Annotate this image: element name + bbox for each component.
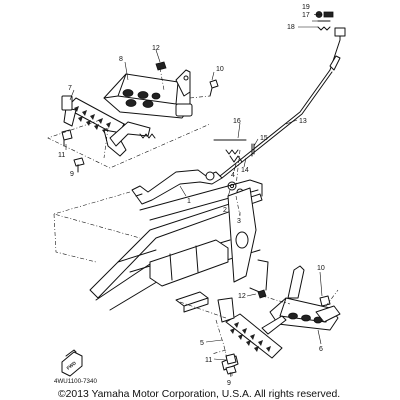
fwd-arrow-icon: FWD bbox=[61, 349, 83, 377]
footrest-bracket-lower[interactable] bbox=[269, 265, 341, 331]
assembly-lines bbox=[47, 67, 339, 378]
brake-rod[interactable] bbox=[219, 27, 346, 179]
washer-9-lower bbox=[225, 365, 237, 375]
part-label-14: 14 bbox=[241, 167, 249, 174]
copyright-notice: ©2013 Yamaha Motor Corporation, U.S.A. A… bbox=[58, 389, 340, 400]
part-label-11-upper: 11 bbox=[58, 152, 65, 159]
part-label-11-lower: 11 bbox=[205, 357, 212, 364]
bolt-11-lower bbox=[225, 353, 237, 365]
bolt-10-upper bbox=[209, 79, 219, 97]
nut-12-lower bbox=[257, 289, 267, 299]
brake-pedal[interactable] bbox=[131, 169, 223, 205]
part-label-10-lower: 10 bbox=[317, 265, 325, 272]
part-label-16: 16 bbox=[233, 118, 241, 125]
footrest-bracket-upper[interactable] bbox=[103, 69, 193, 119]
frame bbox=[89, 179, 269, 313]
part-label-3: 3 bbox=[237, 218, 241, 225]
part-label-12-lower: 12 bbox=[238, 293, 246, 300]
fwd-label: FWD bbox=[66, 360, 78, 371]
part-label-2: 2 bbox=[223, 207, 227, 214]
footrest-arm-upper bbox=[103, 121, 156, 157]
part-label-17: 17 bbox=[302, 12, 310, 19]
bolt-10-lower bbox=[319, 295, 331, 307]
part-labels: 8 12 10 7 11 9 1 2 3 4 14 15 16 13 19 17… bbox=[58, 4, 325, 387]
washer-9-upper bbox=[73, 157, 85, 173]
part-label-6: 6 bbox=[319, 346, 323, 353]
part-label-10-upper: 10 bbox=[216, 66, 224, 73]
pin-and-spring-set bbox=[315, 11, 334, 31]
part-label-8: 8 bbox=[119, 56, 123, 63]
diagram-code: 4WU1100-7340 bbox=[54, 378, 97, 385]
part-label-18: 18 bbox=[287, 24, 295, 31]
part-label-9-lower: 9 bbox=[227, 380, 231, 387]
part-label-1: 1 bbox=[187, 198, 191, 205]
footrest-lower[interactable] bbox=[217, 297, 287, 371]
part-label-7: 7 bbox=[68, 85, 72, 92]
part-label-4: 4 bbox=[231, 172, 235, 179]
nut-12-upper bbox=[155, 61, 167, 71]
leader-lines bbox=[65, 14, 323, 378]
part-label-13: 13 bbox=[299, 118, 307, 125]
part-label-15: 15 bbox=[260, 135, 268, 142]
part-label-5: 5 bbox=[200, 340, 204, 347]
part-label-9-upper: 9 bbox=[70, 171, 74, 178]
part-label-12-upper: 12 bbox=[152, 45, 160, 52]
part-label-19: 19 bbox=[302, 4, 310, 11]
